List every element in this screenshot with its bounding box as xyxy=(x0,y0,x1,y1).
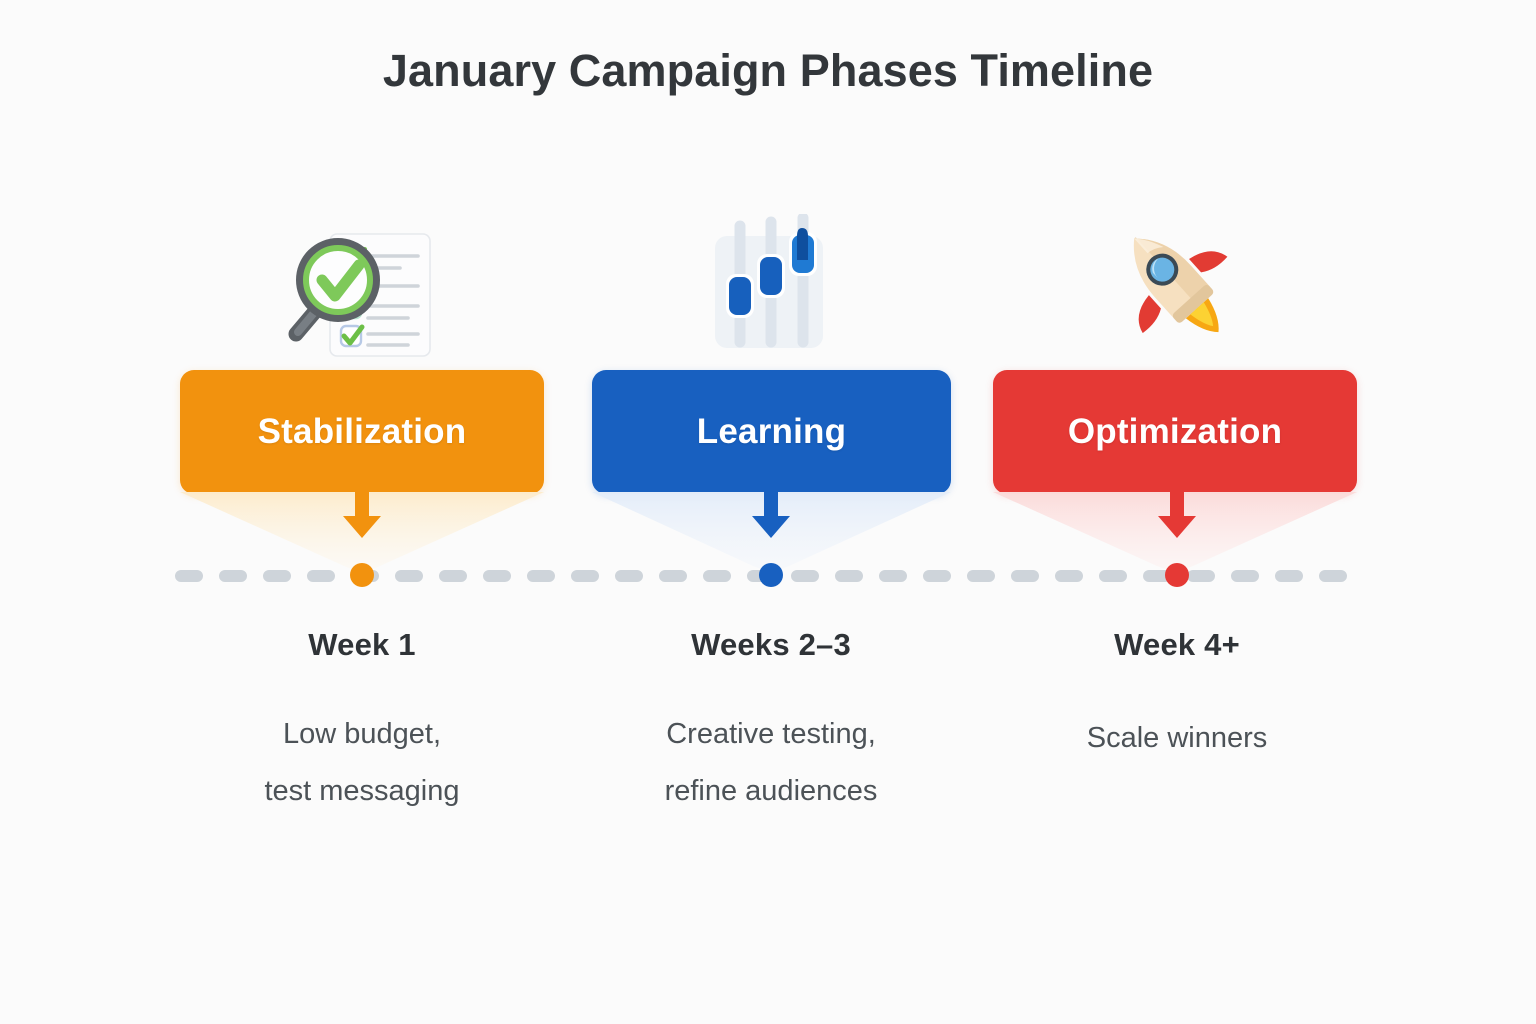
phase-card-learning[interactable]: Learning xyxy=(592,370,951,494)
page-title: January Campaign Phases Timeline xyxy=(382,45,1154,96)
phase-arrow-optimization xyxy=(1156,486,1198,540)
sliders-control-icon xyxy=(572,210,970,358)
phase-description-learning: Creative testing, refine audiences xyxy=(664,718,878,807)
phase-arrow-stabilization xyxy=(341,486,383,540)
phase-card-stabilization[interactable]: Stabilization xyxy=(180,370,544,494)
phase-column-optimization: Optimization Week 4+ Scale winners xyxy=(978,0,1376,1024)
phase-description-stabilization: Low budget, test messaging xyxy=(264,718,460,807)
phase-card-label: Stabilization xyxy=(257,412,467,451)
phase-card-optimization[interactable]: Optimization xyxy=(993,370,1357,494)
rocket-icon xyxy=(978,212,1376,360)
phase-week-learning: Weeks 2–3 xyxy=(691,627,851,662)
phase-card-label: Optimization xyxy=(1067,412,1283,451)
phase-week-optimization: Week 4+ xyxy=(1114,627,1240,662)
phase-arrow-learning xyxy=(750,486,792,540)
phase-week-stabilization: Week 1 xyxy=(308,627,416,662)
phase-description-optimization: Scale winners xyxy=(1086,722,1268,754)
timeline-node-learning[interactable] xyxy=(759,563,783,587)
timeline-node-stabilization[interactable] xyxy=(350,563,374,587)
magnifier-checklist-icon xyxy=(160,218,564,366)
phase-column-learning: Learning Weeks 2–3 Creative testing, ref… xyxy=(572,0,970,1024)
timeline-node-optimization[interactable] xyxy=(1165,563,1189,587)
phase-column-stabilization: Stabilization Week 1 Low budget, test me… xyxy=(160,0,564,1024)
phase-card-label: Learning xyxy=(696,412,847,451)
